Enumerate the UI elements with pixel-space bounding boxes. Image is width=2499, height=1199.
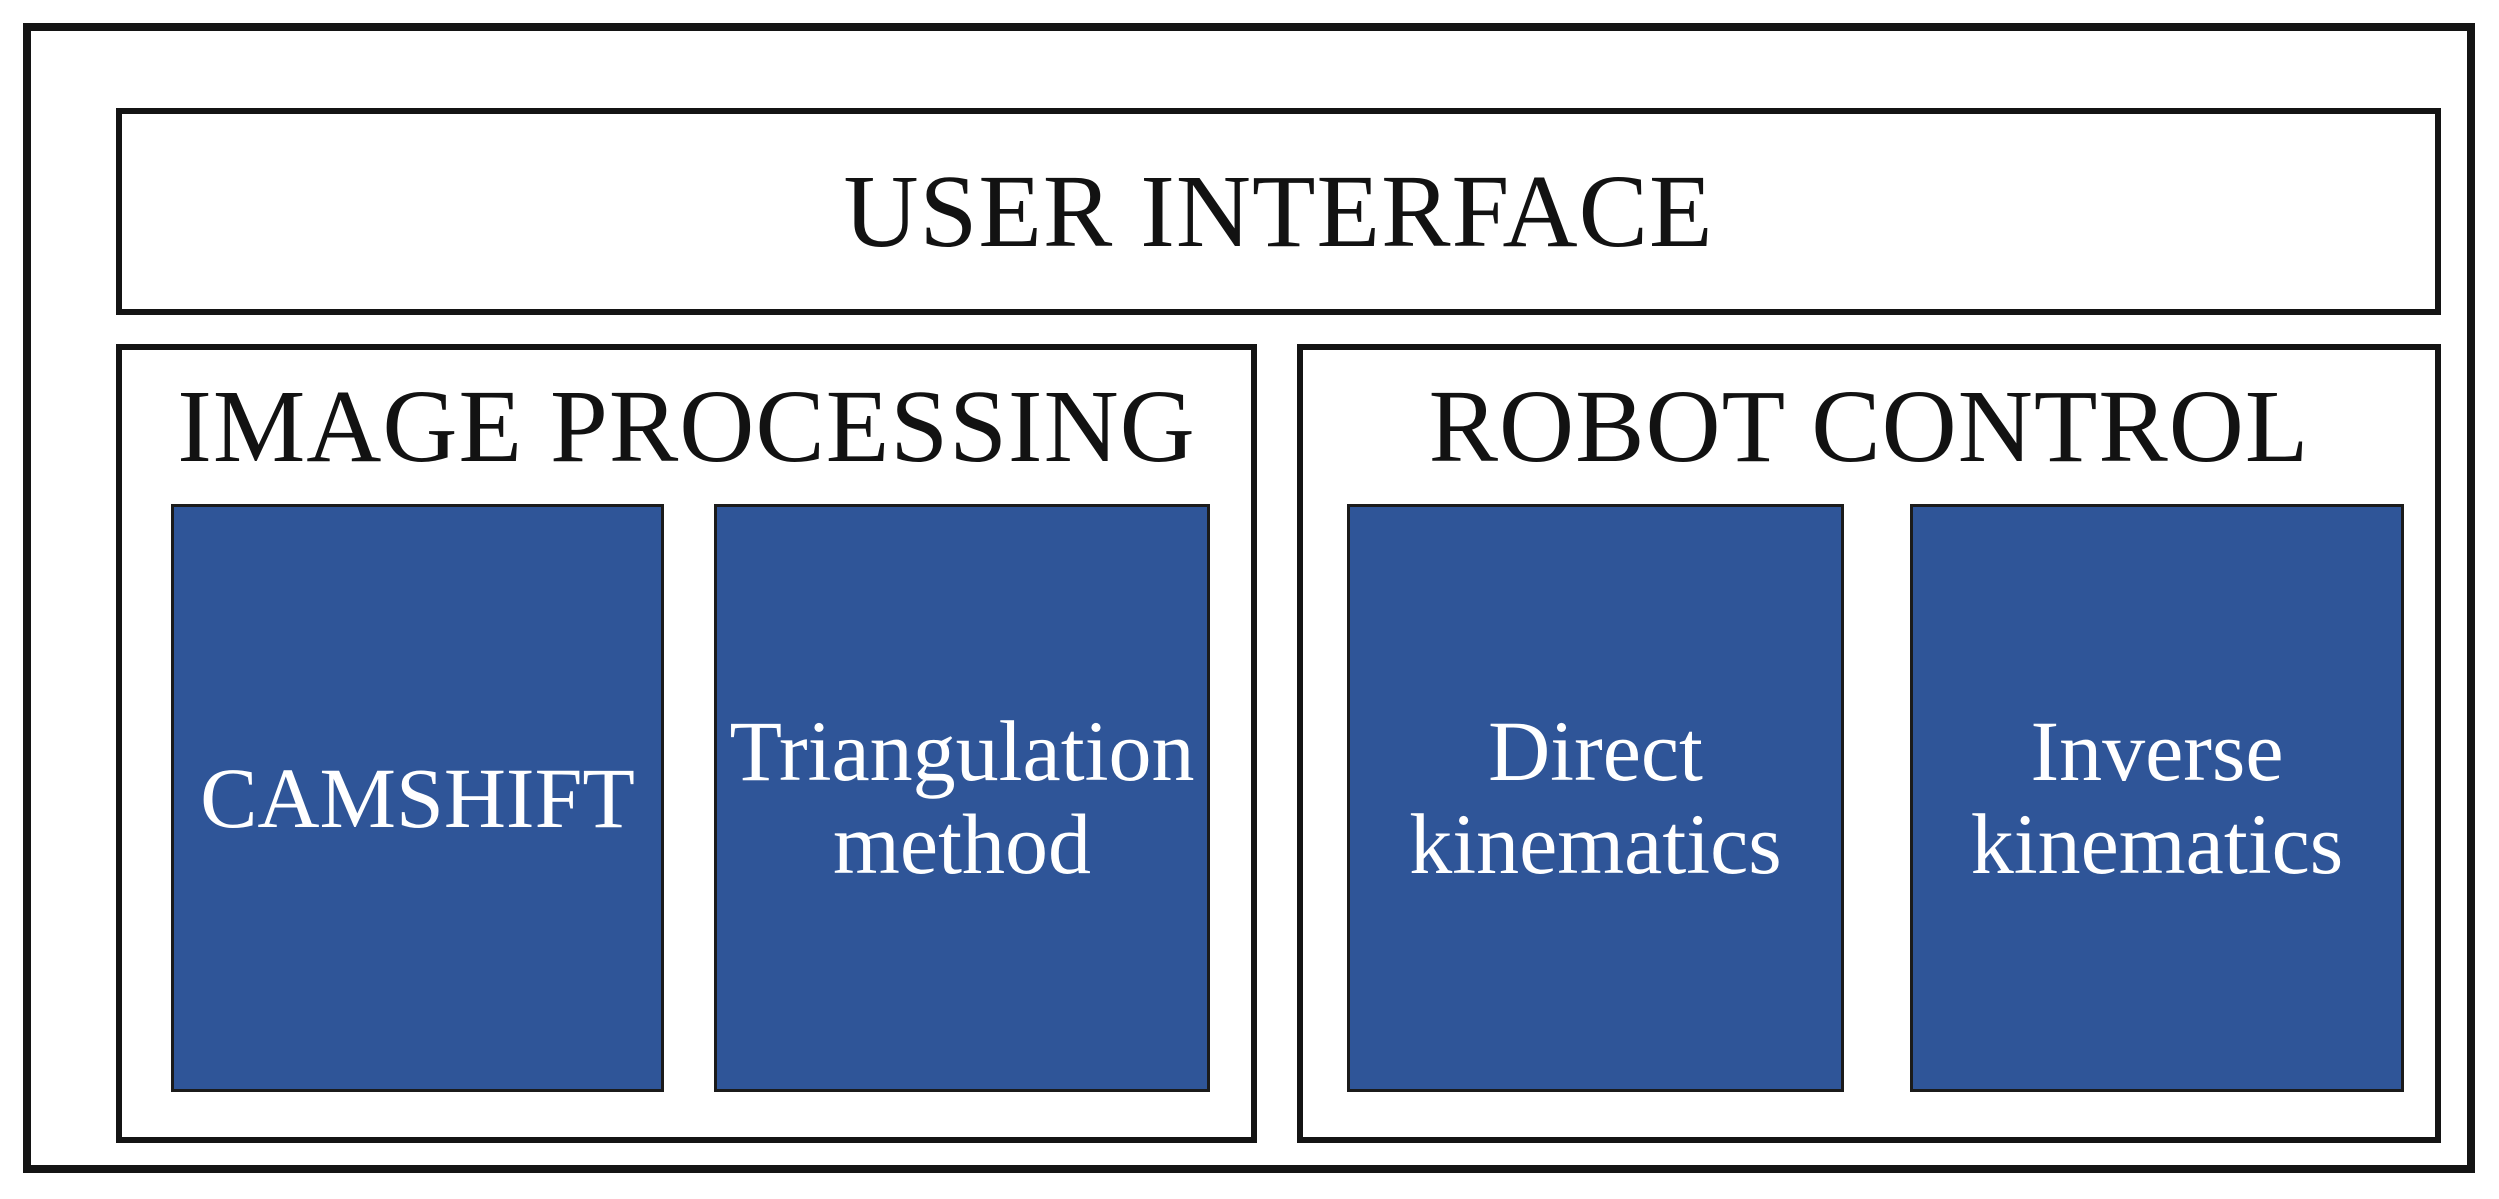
image-processing-section: IMAGE PROCESSING CAMSHIFT Triangulation … [116,344,1257,1143]
system-boundary-box: USER INTERFACE IMAGE PROCESSING CAMSHIFT… [23,23,2475,1173]
module-inverse-kinematics-label: Inverse kinematics [1970,703,2344,892]
module-inverse-kinematics: Inverse kinematics [1910,504,2404,1092]
robot-control-title: ROBOT CONTROL [1428,368,2310,484]
image-processing-title: IMAGE PROCESSING [177,368,1196,484]
module-direct-kinematics: Direct kinematics [1347,504,1844,1092]
user-interface-title: USER INTERFACE [843,154,1714,269]
module-triangulation-method-label: Triangulation method [729,703,1195,892]
user-interface-box: USER INTERFACE [116,108,2441,315]
robot-control-section: ROBOT CONTROL Direct kinematics Inverse … [1297,344,2441,1143]
module-direct-kinematics-label: Direct kinematics [1409,703,1782,892]
module-camshift: CAMSHIFT [171,504,664,1092]
module-camshift-label: CAMSHIFT [200,749,635,846]
module-triangulation-method: Triangulation method [714,504,1210,1092]
